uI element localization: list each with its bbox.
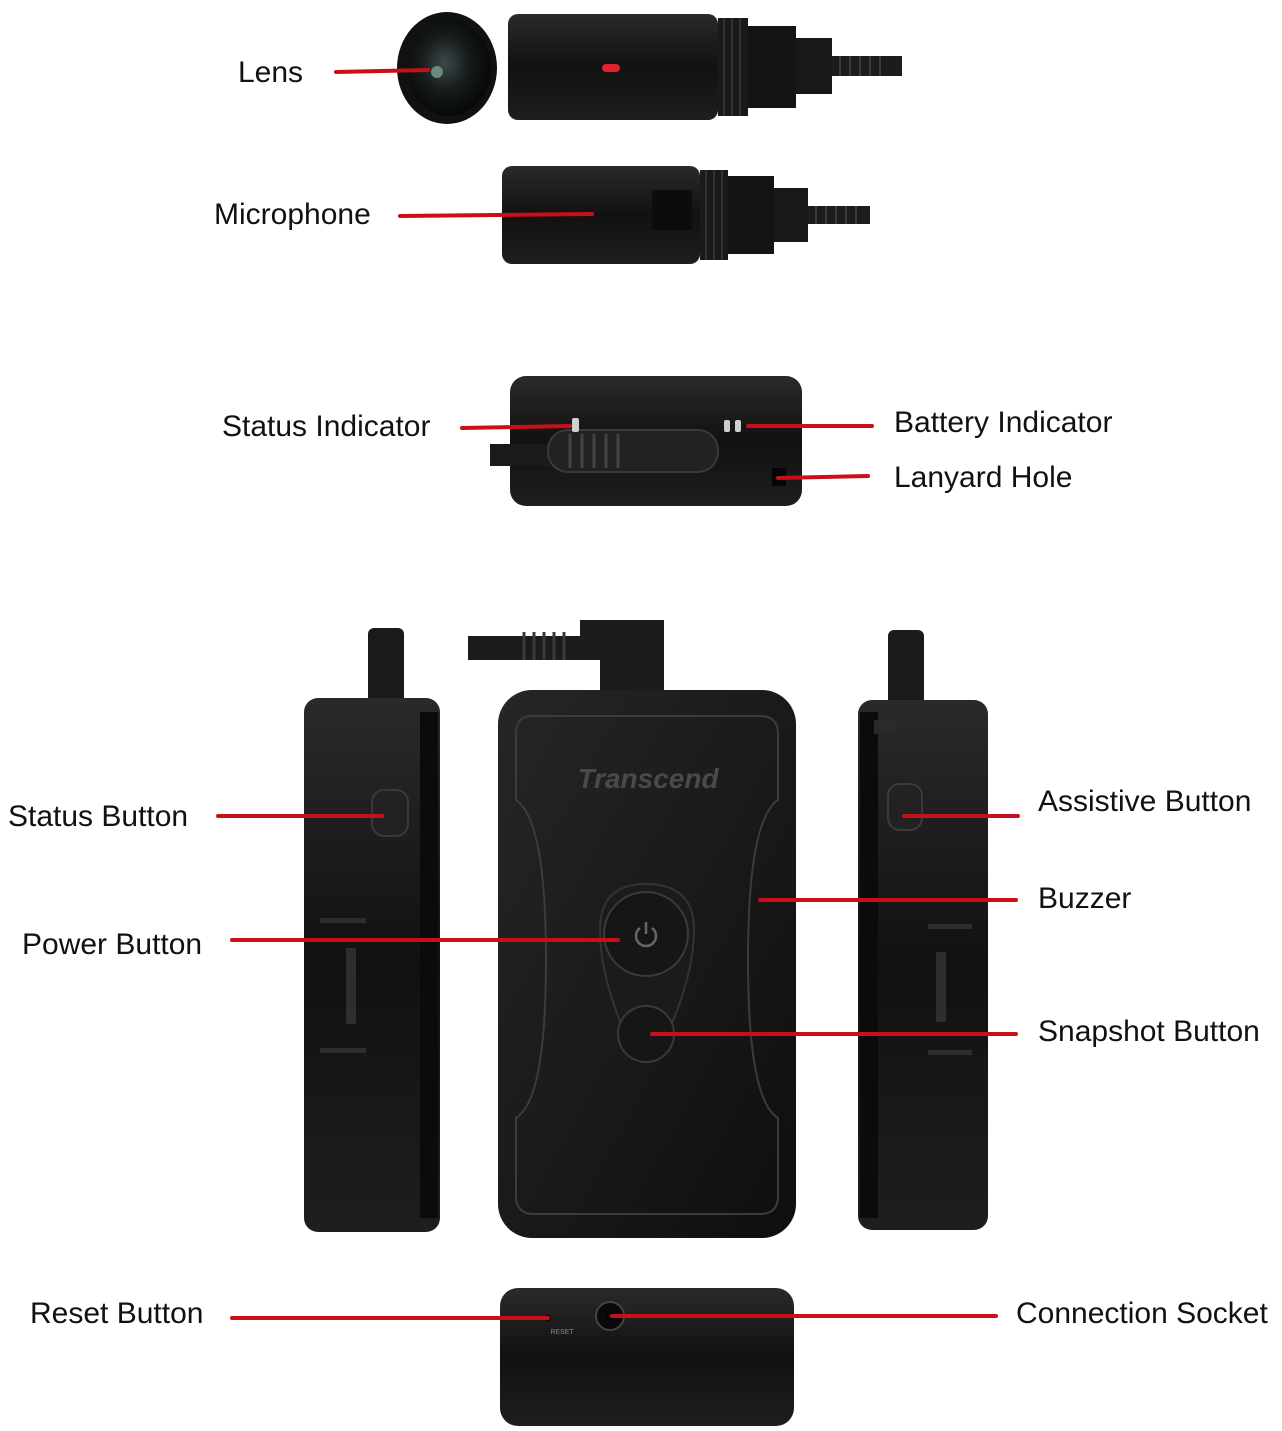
label-battery-indicator: Battery Indicator [894,406,1112,440]
leader-lens [336,70,428,72]
label-reset-button: Reset Button [30,1297,203,1331]
status-indicator-led [572,418,579,432]
brand-logo: Transcend [577,763,719,794]
label-lanyard-hole: Lanyard Hole [894,461,1072,495]
label-status-button: Status Button [8,800,188,834]
main-unit-top-view [490,376,802,506]
label-microphone: Microphone [214,198,371,232]
label-power-button: Power Button [22,928,202,962]
main-unit-right-side [858,630,988,1230]
reset-marking: RESET [550,1329,574,1336]
main-unit-bottom-view: RESET [500,1288,794,1426]
label-buzzer: Buzzer [1038,882,1131,916]
camera-head-front [397,12,902,124]
assistive-button-shape [888,784,922,830]
status-button-shape [372,790,408,836]
main-unit-front: Transcend [468,620,796,1238]
label-lens: Lens [238,56,303,90]
battery-indicator-led-1 [724,420,730,432]
label-snapshot-button: Snapshot Button [1038,1015,1260,1049]
label-connection-socket: Connection Socket [1016,1297,1268,1331]
camera-led [602,64,620,72]
battery-indicator-led-2 [735,420,741,432]
leader-microphone [400,214,592,216]
main-unit-left-side [304,628,440,1232]
leader-lanyard-hole [778,476,868,478]
label-assistive-button: Assistive Button [1038,785,1251,819]
label-status-indicator: Status Indicator [222,410,430,444]
leader-status-indicator [462,426,570,428]
